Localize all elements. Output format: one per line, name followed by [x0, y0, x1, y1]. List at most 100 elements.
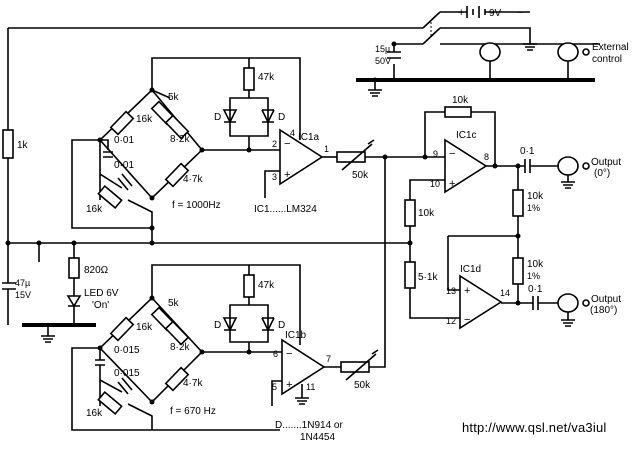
- resistor-8k2-bottom: [164, 320, 190, 346]
- resistor-5k1: [404, 261, 416, 289]
- battery-minus-label: −: [517, 7, 523, 19]
- ic-part-note: IC1......LM324: [254, 204, 317, 215]
- battery-voltage-label: 9V: [489, 8, 502, 19]
- resistor-4k7-top: [164, 162, 190, 188]
- capacitor-top-c1: [103, 151, 113, 158]
- resistor-47k-top-label: 47k: [258, 72, 275, 83]
- pin-5-label: 5: [272, 382, 277, 392]
- resistor-820-label: 820Ω: [84, 265, 109, 276]
- resistor-5k1-label: 5·1k: [418, 272, 438, 283]
- output-180-terminal: [582, 299, 590, 307]
- opamp-ic1c: [444, 138, 488, 194]
- led-on-indicator: [66, 295, 82, 308]
- resistor-16k-bottom-lower-label: 16k: [86, 408, 103, 419]
- capacitor-15u-value: 15µ: [375, 44, 390, 54]
- output-180-jack: [557, 293, 579, 313]
- resistor-10k-divider: [404, 199, 416, 227]
- resistor-10k-1pct-upper-label: 10k: [527, 191, 544, 202]
- capacitor-bottom-c1: [95, 359, 105, 366]
- capacitor-top-c2: [117, 173, 133, 191]
- capacitor-15u-rating: 50V: [375, 56, 391, 66]
- opamp-ic1d: [459, 274, 503, 330]
- resistor-8k2-bottom-label: 8·2k: [170, 342, 190, 353]
- capacitor-47u: [2, 282, 16, 290]
- led-label-2: 'On': [92, 300, 109, 311]
- output-0-jack: [557, 156, 579, 176]
- power-switch-section: + − 9V 15µ 50V External control: [8, 6, 629, 97]
- capacitor-bottom-c2: [117, 377, 133, 395]
- resistor-10k-1pct-upper: [512, 189, 524, 217]
- pin-2-label: 2: [272, 139, 277, 149]
- resistor-10k-feedback-label: 10k: [452, 95, 469, 106]
- resistor-47k-bottom: [243, 274, 255, 298]
- output-0-label: Output: [591, 157, 621, 168]
- pot-50k-top-label: 50k: [352, 170, 369, 181]
- capacitor-top-c2-label: 0·01: [114, 160, 134, 171]
- shield-jack-2: [557, 42, 579, 62]
- left-supply-rail: 1k 47µ 15V 820Ω LED 6V 'On': [2, 28, 412, 343]
- capacitor-bottom-c2-label: 0·015: [114, 368, 140, 379]
- resistor-4k7-bottom: [164, 366, 190, 392]
- pin-14-label: 14: [500, 288, 510, 298]
- diode-top-left-label: D: [214, 112, 221, 123]
- resistor-16k-top-lower: [97, 184, 123, 210]
- opamp-ic1a-label: IC1a: [298, 132, 320, 143]
- diode-top-left: [222, 109, 238, 124]
- pot-50k-bottom-label: 50k: [354, 380, 371, 391]
- diode-part-note-2: 1N4454: [300, 432, 335, 443]
- diode-bottom-left-label: D: [214, 320, 221, 331]
- capacitor-15u: [387, 51, 401, 59]
- shield-jack-1: [479, 42, 501, 62]
- pin-4-label: 4: [290, 128, 295, 138]
- freq-bottom-label: f = 670 Hz: [170, 406, 216, 417]
- diode-bottom-right: [261, 317, 275, 332]
- capacitor-out-0-label: 0·1: [520, 146, 535, 157]
- battery-plus-label: +: [458, 7, 464, 19]
- capacitor-out-0: [524, 159, 531, 173]
- mixer-output-section: 10k − + IC1c 9 10 8 10k 5·1k 0·1 Output …: [404, 95, 621, 330]
- resistor-1k: [2, 129, 14, 159]
- external-control-label: External: [592, 42, 629, 53]
- opamp-ic1c-minus: −: [449, 148, 455, 160]
- resistor-8k2-top-label: 8·2k: [170, 134, 190, 145]
- opamp-ic1c-plus: +: [449, 178, 455, 190]
- resistor-47k-bottom-label: 47k: [258, 280, 275, 291]
- output-0-label-2: (0°): [594, 168, 610, 179]
- capacitor-top-c1-label: 0·01: [114, 135, 134, 146]
- pin-11-label: 11: [306, 382, 315, 392]
- pin-7-label: 7: [326, 354, 331, 364]
- resistor-16k-top-upper: [109, 110, 135, 136]
- ground-symbol: [523, 40, 537, 51]
- pin-12-label: 12: [446, 316, 456, 326]
- pin-10-label: 10: [430, 179, 440, 189]
- resistor-16k-bottom-upper-label: 16k: [136, 322, 153, 333]
- opamp-ic1a-minus: −: [284, 138, 290, 150]
- resistor-10k-1pct-lower-tol: 1%: [527, 271, 540, 281]
- resistor-16k-bottom-lower: [97, 390, 123, 416]
- capacitor-out-180-label: 0·1: [528, 284, 543, 295]
- opamp-ic1d-minus: −: [464, 314, 470, 326]
- resistor-16k-top-upper-label: 16k: [136, 114, 153, 125]
- resistor-1k-label: 1k: [17, 140, 29, 151]
- resistor-4k7-bottom-label: 4·7k: [183, 378, 203, 389]
- pot-5k-top-label: 5k: [168, 92, 180, 103]
- pin-1-label: 1: [324, 144, 329, 154]
- opamp-ic1a: [279, 128, 324, 186]
- footer-url: http://www.qsl.net/va3iul: [462, 420, 607, 435]
- resistor-10k-feedback: [444, 106, 472, 118]
- resistor-16k-top-lower-label: 16k: [86, 204, 103, 215]
- battery-symbol: [466, 6, 530, 18]
- diode-bottom-left: [222, 317, 238, 332]
- resistor-16k-bottom-upper: [109, 316, 135, 342]
- resistor-47k-top: [243, 67, 255, 91]
- opamp-ic1a-plus: +: [284, 169, 290, 181]
- resistor-10k-1pct-upper-tol: 1%: [527, 203, 540, 213]
- capacitor-47u-value: 47µ: [15, 278, 30, 288]
- pin-3-label: 3: [272, 172, 277, 182]
- diode-bottom-right-label: D: [278, 320, 285, 331]
- diode-part-note: D.......1N914 or: [275, 420, 343, 431]
- pin-9-label: 9: [433, 149, 438, 159]
- opamp-ic1b: [281, 338, 326, 396]
- output-180-label: Output: [591, 294, 621, 305]
